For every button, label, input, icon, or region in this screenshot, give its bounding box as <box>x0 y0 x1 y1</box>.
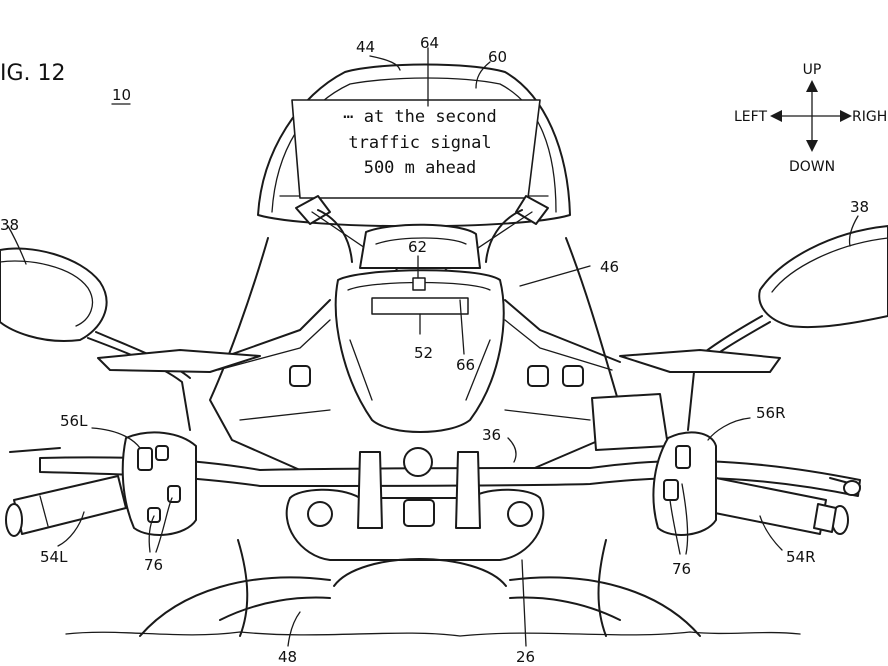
direction-compass: UP DOWN LEFT RIGH <box>734 62 887 175</box>
fuel-tank <box>65 539 801 637</box>
ref-38-right: 38 <box>850 198 869 216</box>
ref-64: 64 <box>420 34 439 52</box>
direction-up-label: UP <box>803 62 822 78</box>
ref-62: 62 <box>408 238 427 256</box>
display-line-1: ⋯ at the second <box>343 107 497 127</box>
ref-44: 44 <box>356 38 375 56</box>
ref-76-right: 76 <box>672 560 691 578</box>
ref-26: 26 <box>516 648 535 666</box>
fork-and-top-bridge <box>285 447 545 587</box>
arrow-up-icon <box>806 80 818 92</box>
ref-52: 52 <box>414 344 433 362</box>
ref-56R: 56R <box>756 404 786 422</box>
ref-54L: 54L <box>40 548 68 566</box>
ref-38-left: 38 <box>0 216 19 234</box>
switch-housing-right <box>652 431 717 536</box>
system-reference: 10 <box>112 86 131 104</box>
side-cowls <box>97 237 781 471</box>
direction-down-label: DOWN <box>789 159 835 175</box>
ref-48: 48 <box>278 648 297 666</box>
switch-housing-left <box>121 431 197 536</box>
mirror-left <box>0 247 191 431</box>
handlebar <box>9 447 861 497</box>
arrow-right-icon <box>840 110 852 122</box>
ref-66: 66 <box>456 356 475 374</box>
arrow-left-icon <box>770 110 782 122</box>
arrow-down-icon <box>806 140 818 152</box>
ref-54R: 54R <box>786 548 816 566</box>
ref-36: 36 <box>482 426 501 444</box>
direction-right-label: RIGH <box>852 109 887 125</box>
instrument-cluster <box>334 223 505 433</box>
reference-numerals: 44 64 60 38 38 62 46 52 66 56L 56R 36 54… <box>0 34 869 666</box>
leader-lines <box>7 47 859 647</box>
display-line-2: traffic signal <box>348 133 491 153</box>
mirror-right <box>685 225 888 431</box>
figure-title: IG. 12 <box>0 61 66 86</box>
ref-76-left: 76 <box>144 556 163 574</box>
head-up-display: ⋯ at the second traffic signal 500 m ahe… <box>291 99 541 199</box>
ref-46: 46 <box>600 258 619 276</box>
ref-56L: 56L <box>60 412 88 430</box>
ref-60: 60 <box>488 48 507 66</box>
display-line-3: 500 m ahead <box>364 158 477 178</box>
direction-left-label: LEFT <box>734 109 767 125</box>
grip-left <box>5 475 127 537</box>
